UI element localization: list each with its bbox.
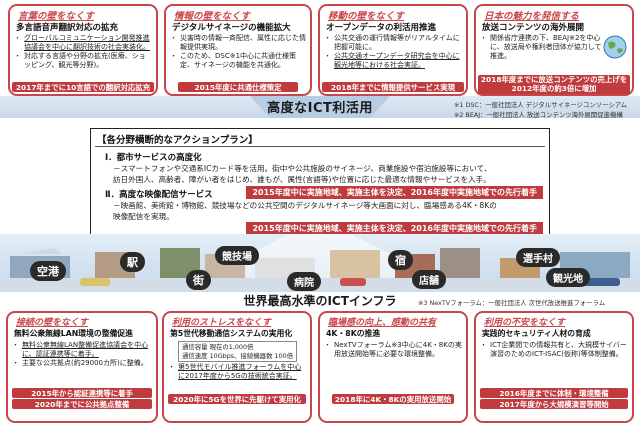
box-subtitle: 放送コンテンツの海外展開 — [482, 21, 584, 33]
box-bullet: NexTVフォーラム※3中心に4K・8Kの実用放送開始等に必要な環境整備。 — [326, 341, 462, 359]
footnote-nextv: ※3 NexTVフォーラム：一般社団法人 次世代放送推進フォーラム — [418, 298, 605, 307]
action-plan-panel: 【各分野横断的なアクションプラン】 Ⅰ．都市サービスの高度化 －スマートフォンや… — [90, 128, 550, 235]
box-title: 情報の壁をなくす — [174, 8, 250, 22]
box-title: 利用の不安をなくす — [484, 315, 565, 328]
box-title: 接続の壁をなくす — [16, 315, 88, 328]
plan-item2-line: 映像配信を実現。 — [113, 211, 174, 222]
footnote-beaj: ※2 BEAJ：一般社団法人 放送コンテンツ海外展開促進機構 — [454, 110, 623, 119]
box-subtitle: オープンデータの利活用推進 — [326, 21, 436, 33]
box-title: 日本の魅力を発信する — [484, 8, 579, 22]
top-banner-appeal-text: 2018年度までに放送コンテンツの売上げを2012年度の約3倍に増加 — [481, 75, 627, 93]
box-subtitle: 多言語音声翻訳対応の拡充 — [16, 21, 118, 33]
box-title: 移動の壁をなくす — [328, 8, 404, 22]
box-bullets: 災害時の情報一斉配信、属性に応じた情報提供実現。 このため、DSC※1中心に共通… — [172, 34, 306, 70]
box-bullet: グローバルコミュニケーション開発推進協議会を中心に翻訳技術の社会実装化。 — [16, 34, 152, 52]
bottom-banner-connection-1: 2015年から認証連携等に着手 — [12, 388, 152, 398]
box-bullet: このため、DSC※1中心に共通仕様策定、サイネージの機能を共通化。 — [172, 52, 306, 70]
scene-sign-hospital: 病院 — [287, 272, 321, 291]
box-subtitle: デジタルサイネージの機能拡大 — [172, 21, 291, 33]
plan-banner-1: 2015年度中に実施地域、実施主体を決定、2016年度中実施地域での先行着手 — [246, 186, 543, 199]
spec-line: 通信速度 10Gbps、接続機器数 100倍 — [182, 352, 293, 361]
box-bullets: NexTVフォーラム※3中心に4K・8Kの実用放送開始等に必要な環境整備。 — [326, 341, 462, 359]
box-bullet: 関係省庁連携の下、BEAJ※2を中心に、放送局や権利者団体が協力して推進。 — [482, 34, 602, 61]
box-bullet: 主要な公共拠点(約29000カ所)に整備。 — [14, 359, 152, 368]
top-banner-mobility: 2018年までに情報提供サービス実現 — [322, 82, 464, 92]
bottom-box-presence: 臨場感の向上、感動の共有 4K・8Kの推進 NexTVフォーラム※3中心に4K・… — [318, 311, 468, 423]
bottom-banner-security-1: 2016年度までに体制・環境整備 — [480, 388, 628, 398]
box-title: 言葉の壁をなくす — [18, 8, 94, 22]
box-bullets: グローバルコミュニケーション開発推進協議会を中心に翻訳技術の社会実装化。 対応す… — [16, 34, 152, 70]
footnote-dsc: ※1 DSC：一般社団法人 デジタルサイネージコンソーシアム — [454, 100, 627, 109]
spec-line: 通信容量 現在の1,000倍 — [182, 343, 293, 352]
plan-item2-heading: Ⅱ．高度な映像配信サービス — [105, 188, 213, 200]
plan-item2-line: －映画館、美術館・博物館、競技場などの公共空間のデジタルサイネージ等大画面に対し… — [113, 200, 497, 211]
scene-sign-station: 駅 — [120, 252, 145, 272]
bottom-banner-presence: 2018年に4K・8Kの実用放送開始 — [332, 394, 454, 404]
scene-sign-inn: 宿 — [388, 250, 413, 270]
action-plan-title: 【各分野横断的なアクションプラン】 — [97, 132, 258, 146]
top-banner-appeal: 2018年度までに放送コンテンツの売上げを2012年度の約3倍に増加 — [478, 75, 630, 94]
box-bullet: 第5世代モバイル推進フォーラムを中心に2017年度から5Gの技術統合実証。 — [170, 363, 306, 381]
box-bullets: 無料公衆無線LAN整備促進協議会を中心に、認証連携等に着手。 主要な公共拠点(約… — [14, 341, 152, 368]
top-banner-information: 2015年度に共通仕様策定 — [178, 82, 298, 92]
box-subtitle: 実践的セキュリティ人材の育成 — [482, 328, 591, 339]
scene-sign-stadium: 競技場 — [215, 246, 259, 265]
scene-sign-airport: 空港 — [30, 261, 66, 281]
bottom-banner-security-2: 2017年度から大規模演習等開始 — [480, 399, 628, 409]
top-banner-language: 2017年までに10言語での翻訳対応拡充 — [12, 82, 154, 92]
box-subtitle: 無料公衆無線LAN環境の整備促進 — [14, 328, 133, 339]
box-bullets: 関係省庁連携の下、BEAJ※2を中心に、放送局や権利者団体が協力して推進。 — [482, 34, 602, 61]
plan-item1-heading: Ⅰ．都市サービスの高度化 — [105, 151, 202, 163]
box-title: 臨場感の向上、感動の共有 — [328, 315, 436, 328]
scene-sign-tourist-spot: 観光地 — [546, 268, 590, 287]
globe-icon — [602, 34, 628, 60]
bottom-box-stress: 利用のストレスをなくす 第5世代移動通信システムの実用化 通信容量 現在の1,0… — [162, 311, 312, 423]
box-bullet: ICT企業間での情報共有と、大規模サイバー演習のためのICT-ISAC(仮称)等… — [482, 341, 628, 359]
box-subtitle: 4K・8Kの推進 — [326, 328, 380, 339]
action-plan-divider — [95, 146, 545, 147]
scene-sign-town: 街 — [186, 270, 211, 290]
bottom-banner-connection-2: 2020年までに公共拠点整備 — [12, 399, 152, 409]
plan-item1-line: －スマートフォンや交通系ICカード等を活用。街中や公共施設のサイネージ、商業施設… — [113, 163, 491, 174]
5g-spec-box: 通信容量 現在の1,000倍 通信速度 10Gbps、接続機器数 100倍 — [178, 341, 297, 362]
bottom-banner-stress: 2020年に5Gを世界に先駆けて実用化 — [168, 394, 306, 404]
scene-sign-shop: 店舗 — [412, 270, 446, 289]
plan-item1-line: 訪日外国人、高齢者、障がい者をはじめ、誰もが、属性(言語等)や位置に応じた最適な… — [113, 174, 491, 185]
box-bullet: 災害時の情報一斉配信、属性に応じた情報提供実現。 — [172, 34, 306, 52]
box-subtitle: 第5世代移動通信システムの実用化 — [170, 328, 292, 339]
box-bullet: 無料公衆無線LAN整備促進協議会を中心に、認証連携等に着手。 — [14, 341, 152, 359]
box-title: 利用のストレスをなくす — [172, 315, 271, 328]
box-bullets: ICT企業間での情報共有と、大規模サイバー演習のためのICT-ISAC(仮称)等… — [482, 341, 628, 359]
box-bullet: 公共交通オープンデータ研究会を中心に観光地等における社会実証。 — [326, 52, 462, 70]
box-bullets: 第5世代モバイル推進フォーラムを中心に2017年度から5Gの技術統合実証。 — [170, 363, 306, 381]
scene-sign-athlete-village: 選手村 — [516, 248, 560, 267]
city-scene: 空港 駅 街 競技場 病院 宿 店舗 選手村 観光地 — [0, 234, 640, 292]
box-bullet: 対応する言語や分野の拡充(医療、ショッピング、観光等分野)。 — [16, 52, 152, 70]
box-bullets: 公共交通の運行情報等がリアルタイムに把握可能に。 公共交通オープンデータ研究会を… — [326, 34, 462, 70]
box-bullet: 公共交通の運行情報等がリアルタイムに把握可能に。 — [326, 34, 462, 52]
